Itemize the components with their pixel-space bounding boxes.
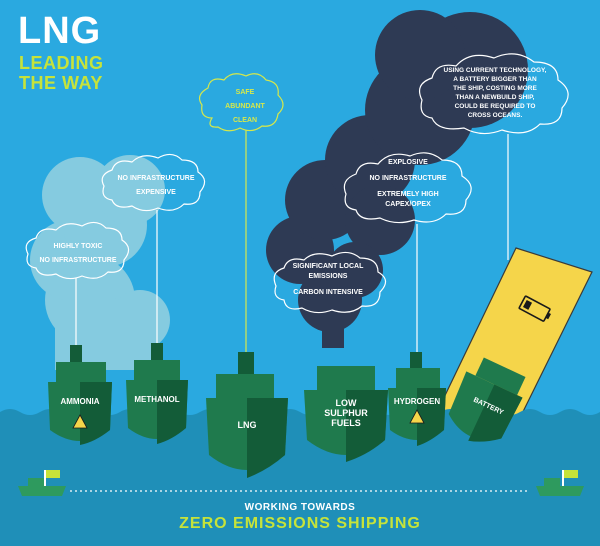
cloud-hydrogen	[343, 152, 472, 352]
footer-line-2: ZERO EMISSIONS SHIPPING	[179, 515, 421, 532]
footer-line-1: WORKING TOWARDS	[244, 502, 356, 513]
cloud-methanol	[101, 153, 206, 345]
ship-label-ammonia: AMMONIA	[60, 397, 100, 406]
ship-label-hydrogen: HYDROGEN	[393, 397, 441, 406]
lng-pro-3: CLEAN	[232, 117, 258, 124]
battery-con-2: A BATTERY BIGGER THAN	[453, 76, 537, 83]
ship-ammonia	[48, 345, 112, 445]
cloud-methanol-text: NO INFRASTRUCTURE EXPENSIVE	[102, 172, 210, 200]
title-main: LNG	[18, 10, 102, 52]
cloud-lsf-text: SIGNIFICANT LOCAL EMISSIONS CARBON INTEN…	[278, 262, 378, 298]
battery-con-1: USING CURRENT TECHNOLOGY,	[443, 67, 547, 74]
title-line-3: THE WAY	[19, 73, 103, 93]
hydrogen-con-4: CAPEX/OPEX	[385, 201, 431, 208]
hydrogen-con-2: NO INFRASTRUCTURE	[369, 175, 447, 182]
battery-con-4: THAN A NEWBUILD SHIP,	[455, 94, 535, 101]
methanol-con-1: NO INFRASTRUCTURE	[117, 175, 195, 182]
lsf-label-3: FUELS	[331, 418, 361, 428]
cloud-lng-text: SAFE ABUNDANT CLEAN	[205, 86, 285, 128]
lsf-con-1: SIGNIFICANT LOCAL	[292, 263, 364, 270]
small-ship-left	[18, 470, 66, 496]
battery-con-3: THE SHIP, COSTING MORE	[453, 85, 537, 92]
cloud-ammonia	[25, 221, 130, 345]
hydrogen-con-1: EXPLOSIVE	[388, 159, 428, 166]
battery-con-6: CROSS OCEANS.	[467, 112, 523, 119]
cloud-lng	[198, 73, 284, 352]
ship-methanol	[126, 343, 188, 444]
ship-hydrogen	[388, 352, 446, 446]
lsf-label-1: LOW	[335, 398, 357, 408]
title-line-2: LEADING	[19, 53, 104, 73]
sea	[0, 409, 600, 546]
cloud-lsf	[273, 251, 387, 314]
ship-low-sulphur-fuels	[304, 366, 388, 462]
ship-label-lsf: LOW SULPHUR FUELS	[308, 398, 384, 428]
cloud-hydrogen-text: EXPLOSIVE NO INFRASTRUCTURE EXTREMELY HI…	[352, 158, 464, 210]
lng-pro-2: ABUNDANT	[225, 103, 265, 110]
lsf-con-3: CARBON INTENSIVE	[293, 289, 363, 296]
ammonia-con-2: NO INFRASTRUCTURE	[39, 257, 117, 264]
dark-smoke	[266, 10, 528, 348]
small-ship-right	[536, 470, 584, 496]
lsf-label-2: SULPHUR	[324, 408, 368, 418]
ship-label-lng: LNG	[237, 420, 257, 430]
cloud-ammonia-text: HIGHLY TOXIC NO INFRASTRUCTURE	[24, 240, 132, 268]
cloud-battery	[419, 53, 569, 260]
methanol-con-2: EXPENSIVE	[136, 189, 176, 196]
cloud-battery-text: USING CURRENT TECHNOLOGY, A BATTERY BIGG…	[430, 66, 560, 120]
ship-lng	[206, 352, 288, 478]
battery-con-5: COULD BE REQUIRED TO	[454, 103, 536, 110]
lsf-con-2: EMISSIONS	[308, 273, 348, 280]
ship-label-methanol: METHANOL	[134, 395, 180, 404]
hydrogen-con-3: EXTREMELY HIGH	[377, 191, 439, 198]
lng-pro-1: SAFE	[235, 89, 255, 96]
ammonia-con-1: HIGHLY TOXIC	[53, 243, 103, 250]
ship-battery	[448, 357, 526, 442]
